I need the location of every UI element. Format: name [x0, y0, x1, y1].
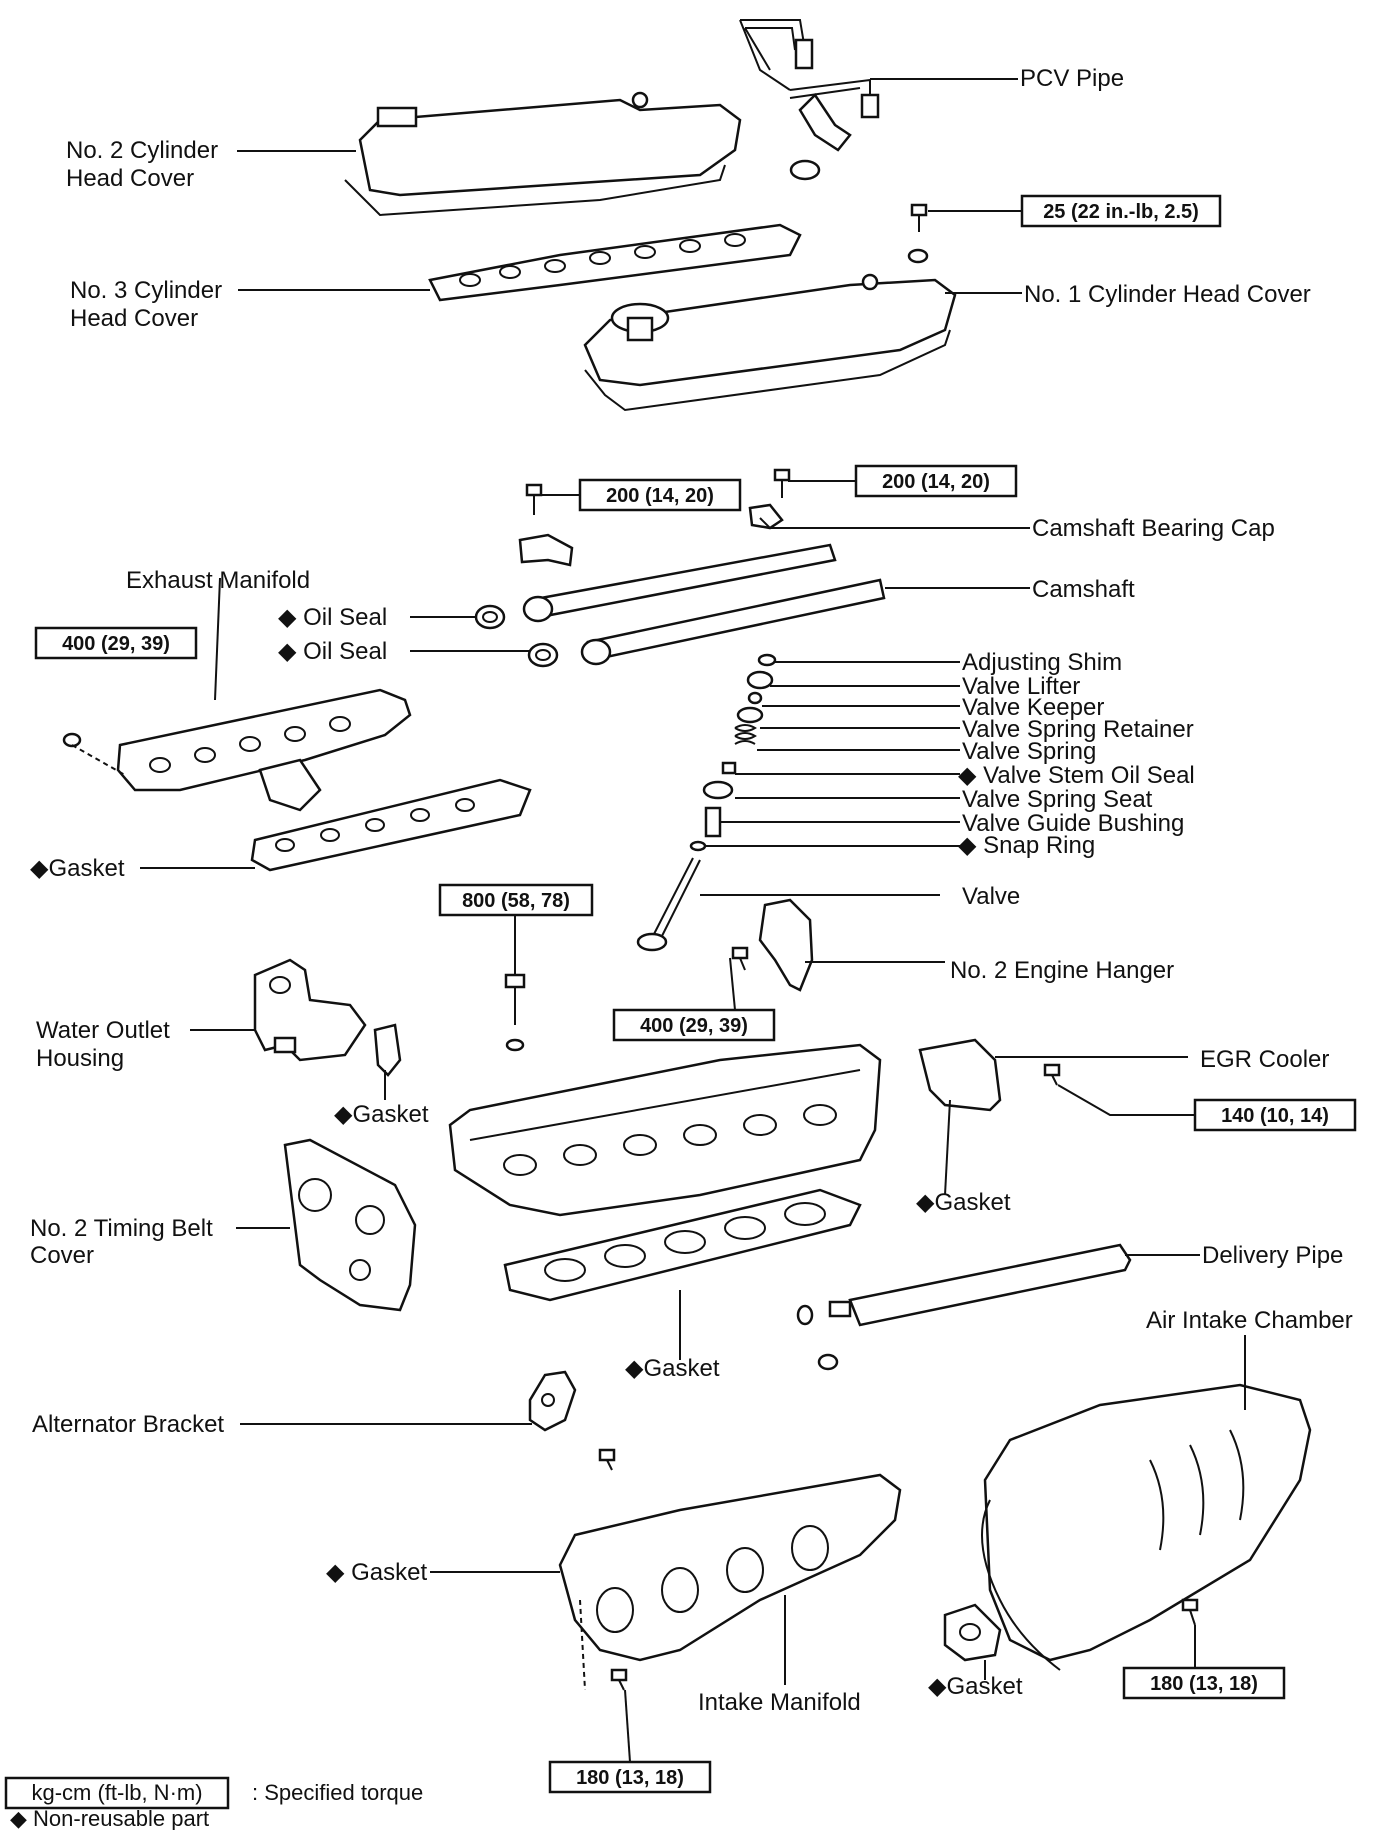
- label-gasket-exhaust: ◆Gasket: [30, 855, 125, 882]
- leader-lines: [140, 78, 1246, 1763]
- torque-box-intake: [548, 1760, 712, 1794]
- torque-box-cap-left: [578, 478, 742, 512]
- label-no1-head-cover: No. 1 Cylinder Head Cover: [1024, 281, 1311, 308]
- label-valve-spring-retainer: Valve Spring Retainer: [962, 716, 1194, 743]
- exhaust-manifold-drawing: [62, 688, 532, 872]
- label-no3-head-cover-line1: No. 3 Cylinder: [70, 277, 222, 304]
- label-no2-timing-belt-line2: Cover: [30, 1242, 94, 1269]
- label-no2-head-cover-line2: Head Cover: [66, 165, 194, 192]
- delivery-pipe-drawing: [796, 1243, 1132, 1371]
- intake-manifold-drawing: [558, 1473, 902, 1691]
- legend: kg-cm (ft-lb, N·m) : Specified torque ◆ …: [4, 1776, 423, 1830]
- head-bolt-drawing: [504, 973, 526, 1052]
- no1-cylinder-head-cover-drawing: [583, 273, 957, 412]
- label-adjusting-shim: Adjusting Shim: [962, 649, 1122, 676]
- label-camshaft-bearing-cap: Camshaft Bearing Cap: [1032, 515, 1275, 542]
- label-oil-seal-1: ◆ Oil Seal: [278, 604, 387, 631]
- torque-box-head-bolt: [438, 883, 594, 917]
- camshafts-drawing: [474, 543, 886, 668]
- label-valve-guide-bushing: Valve Guide Bushing: [962, 810, 1184, 837]
- label-gasket-head: ◆Gasket: [625, 1355, 720, 1382]
- no3-cylinder-head-cover-drawing: [428, 223, 802, 302]
- torque-head-bolt: 800 (58, 78): [462, 890, 570, 912]
- label-intake-manifold: Intake Manifold: [698, 1689, 861, 1716]
- torque-cover: 25 (22 in.-lb, 2.5): [1043, 201, 1199, 223]
- no2-cylinder-head-cover-drawing: [344, 91, 742, 217]
- cover-bolt-drawing: [907, 203, 929, 264]
- label-delivery-pipe: Delivery Pipe: [1202, 1242, 1343, 1269]
- legend-torque-unit: kg-cm (ft-lb, N·m): [31, 1780, 202, 1805]
- torque-box-cover: [1020, 194, 1222, 228]
- label-valve-stem-oil-seal: ◆ Valve Stem Oil Seal: [958, 762, 1195, 789]
- label-pcv-pipe: PCV Pipe: [1020, 65, 1124, 92]
- label-gasket-egr: ◆Gasket: [916, 1189, 1011, 1216]
- label-snap-ring: ◆ Snap Ring: [958, 832, 1095, 859]
- label-no2-head-cover-line1: No. 2 Cylinder: [66, 137, 218, 164]
- egr-cooler-drawing: [918, 1038, 1061, 1112]
- water-outlet-drawing: [253, 958, 402, 1077]
- label-valve-spring: Valve Spring: [962, 738, 1096, 765]
- torque-exhaust: 400 (29, 39): [62, 633, 170, 655]
- torque-box-egr: [1193, 1098, 1357, 1132]
- label-air-intake-chamber: Air Intake Chamber: [1146, 1307, 1353, 1334]
- label-exhaust-manifold: Exhaust Manifold: [126, 567, 310, 594]
- cylinder-head-drawing: [448, 1043, 882, 1217]
- torque-intake: 180 (13, 18): [576, 1767, 684, 1789]
- label-valve-keeper: Valve Keeper: [962, 694, 1104, 721]
- head-gasket-drawing: [503, 1188, 862, 1302]
- label-gasket-chamber: ◆Gasket: [928, 1673, 1023, 1700]
- torque-chamber: 180 (13, 18): [1150, 1673, 1258, 1695]
- label-gasket-intake: ◆ Gasket: [326, 1559, 427, 1586]
- torque-egr: 140 (10, 14): [1221, 1105, 1329, 1127]
- legend-nonreusable: ◆ Non-reusable part: [10, 1806, 209, 1830]
- torque-cap-left: 200 (14, 20): [606, 485, 714, 507]
- torque-boxes: 25 (22 in.-lb, 2.5) 200 (14, 20) 200 (14…: [34, 194, 1357, 1794]
- torque-hanger: 400 (29, 39): [640, 1015, 748, 1037]
- torque-cap-right: 200 (14, 20): [882, 471, 990, 493]
- label-alternator-bracket: Alternator Bracket: [32, 1411, 224, 1438]
- air-intake-chamber-drawing: [943, 1383, 1312, 1671]
- label-egr-cooler: EGR Cooler: [1200, 1046, 1329, 1073]
- camshaft-cap-drawing: [518, 468, 791, 567]
- torque-box-exhaust: [34, 626, 198, 660]
- label-water-outlet-line1: Water Outlet: [36, 1017, 170, 1044]
- label-water-outlet-line2: Housing: [36, 1045, 124, 1072]
- legend-torque-box: [4, 1776, 230, 1810]
- label-gasket-water: ◆Gasket: [334, 1101, 429, 1128]
- alternator-bracket-drawing: [528, 1370, 616, 1471]
- label-valve: Valve: [962, 883, 1020, 910]
- pcv-pipe-drawing: [739, 19, 880, 181]
- legend-torque-desc: : Specified torque: [252, 1780, 423, 1805]
- label-no2-engine-hanger: No. 2 Engine Hanger: [950, 957, 1174, 984]
- engine-hanger-drawing: [731, 898, 814, 992]
- label-oil-seal-2: ◆ Oil Seal: [278, 638, 387, 665]
- label-no3-head-cover-line2: Head Cover: [70, 305, 198, 332]
- valve-assembly-drawing: [636, 653, 777, 952]
- label-no2-timing-belt-line1: No. 2 Timing Belt: [30, 1215, 213, 1242]
- torque-box-cap-right: [854, 464, 1018, 498]
- part-labels: PCV Pipe No. 2 Cylinder Head Cover No. 3…: [30, 65, 1353, 1716]
- label-camshaft: Camshaft: [1032, 576, 1135, 603]
- torque-box-hanger: [612, 1008, 776, 1042]
- torque-box-chamber: [1122, 1666, 1286, 1700]
- label-valve-lifter: Valve Lifter: [962, 673, 1080, 700]
- label-valve-spring-seat: Valve Spring Seat: [962, 786, 1153, 813]
- timing-belt-cover-drawing: [283, 1138, 417, 1312]
